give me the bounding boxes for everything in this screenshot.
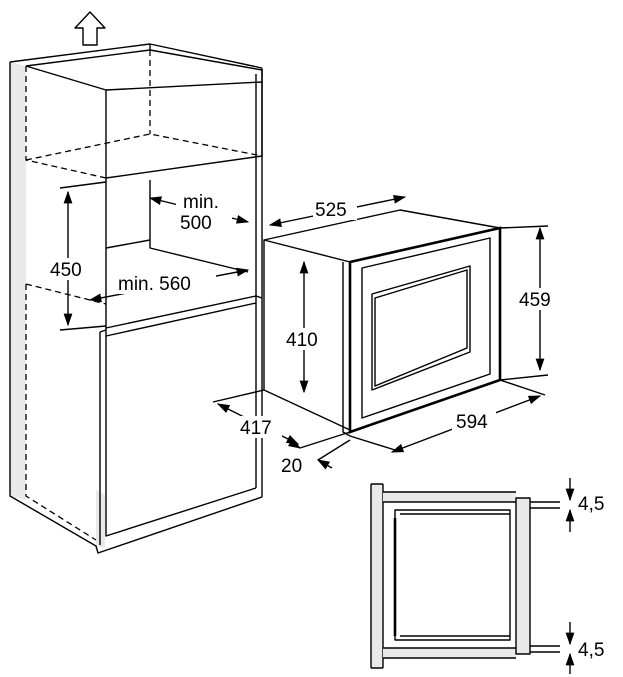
niche-depth-min-label: min. xyxy=(183,192,219,213)
oven-total-height-label: 459 xyxy=(519,290,551,311)
side-section-detail xyxy=(370,483,560,669)
oven-body-depth-label: 417 xyxy=(240,418,272,439)
oven-body xyxy=(263,209,502,437)
tall-cabinet xyxy=(9,43,263,554)
gap-bottom-dimension: 4,5 xyxy=(565,622,604,674)
oven-total-height-dimension: 459 xyxy=(499,225,562,381)
oven-depth-label: 525 xyxy=(315,200,347,221)
niche-depth-dimension: min. 500 xyxy=(148,190,250,234)
oven-width-label: 594 xyxy=(456,412,488,433)
oven-body-height-label: 410 xyxy=(286,330,318,351)
niche-depth-value-label: 500 xyxy=(180,213,212,234)
oven-depth-dimension: 525 xyxy=(268,194,407,228)
gap-top-dimension: 4,5 xyxy=(565,478,604,532)
niche-width-dimension: min. 560 xyxy=(88,267,250,303)
niche-width-label: min. 560 xyxy=(118,274,191,295)
front-offset-dimension: 20 xyxy=(281,431,351,477)
oven-width-dimension: 594 xyxy=(349,379,546,453)
arrow-up-icon xyxy=(74,11,106,46)
oven-body-height-dimension: 410 xyxy=(284,260,328,394)
gap-bottom-label: 4,5 xyxy=(578,640,604,661)
front-offset-label: 20 xyxy=(281,456,302,477)
oven-body-depth-dimension: 417 xyxy=(212,389,300,445)
gap-top-label: 4,5 xyxy=(578,494,604,515)
niche-height-dimension: 450 xyxy=(48,181,107,331)
niche-height-label: 450 xyxy=(50,260,82,281)
